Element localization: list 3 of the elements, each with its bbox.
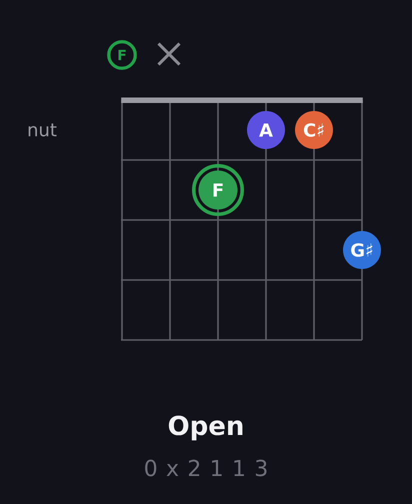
chord-title: Open — [168, 416, 242, 440]
nut-label: nut — [28, 124, 57, 136]
fingering-text: 0 x 2 1 1 3 — [145, 460, 266, 476]
